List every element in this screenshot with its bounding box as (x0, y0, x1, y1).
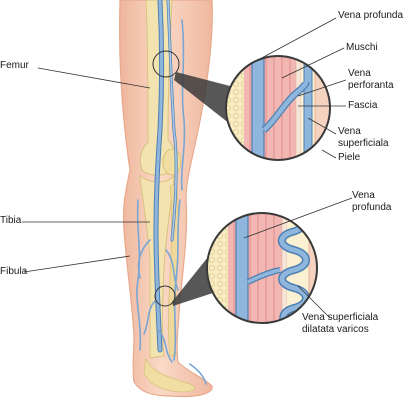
label-vena-superficiala-2: superficiala (338, 138, 389, 149)
label-femur: Femur (0, 60, 29, 71)
label-fascia: Fascia (348, 100, 378, 111)
label-vena-profunda-top: Vena profunda (338, 10, 404, 21)
label-muschi: Muschi (346, 42, 378, 53)
deep-veins (153, 0, 178, 353)
magnified-normal-veins (225, 55, 331, 161)
label-vena-perforanta-2: perforanta (348, 80, 394, 91)
label-varicos-1: Vena superficiala (302, 312, 379, 323)
label-vena-superficiala-1: Vena (338, 126, 361, 137)
zoom-source-thigh (152, 50, 180, 78)
label-fibula: Fibula (0, 266, 28, 277)
foot-bones (143, 357, 195, 393)
label-vena-perforanta-1: Vena (348, 68, 371, 79)
leader-lines (22, 17, 353, 319)
label-vena-profunda-bottom-1: Vena (352, 190, 375, 201)
zoom-cone-bottom (172, 252, 216, 306)
patella (162, 148, 182, 176)
label-varicos-2: dilatata varicos (302, 324, 369, 335)
label-vena-profunda-bottom-2: profunda (352, 202, 392, 213)
zoom-cone-top (174, 72, 230, 124)
leg (119, 0, 213, 398)
femur-bone (139, 0, 177, 176)
label-piele: Piele (338, 152, 361, 163)
label-tibia: Tibia (0, 215, 22, 226)
zoom-source-calf (154, 285, 176, 307)
magnified-varicose-veins (206, 212, 318, 324)
superficial-veins (136, 19, 207, 385)
